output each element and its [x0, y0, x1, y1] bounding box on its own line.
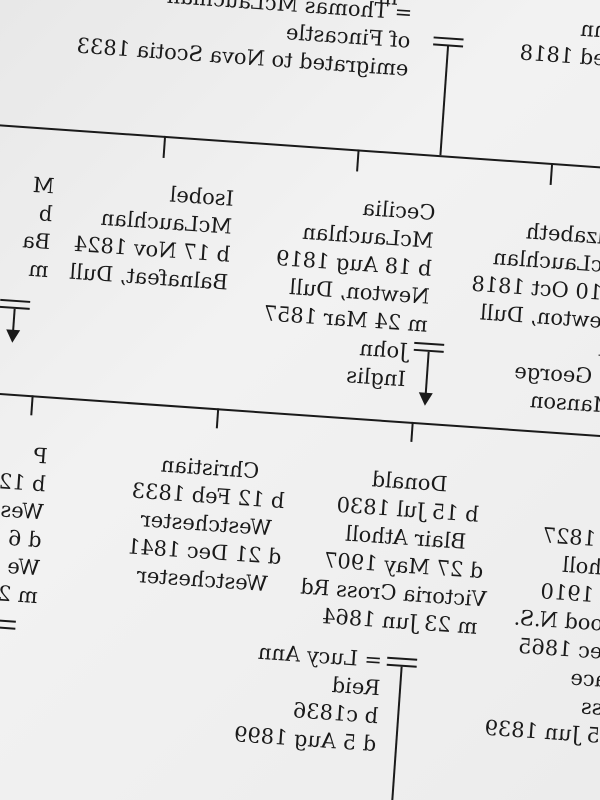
right-partial-entry: P b 12 Wes d 6 We m 2 [0, 439, 48, 610]
right-partial-line: P [32, 443, 49, 469]
descent-line [389, 666, 403, 800]
donald-spouse-entry: = Lucy Ann Reid b c1836 d 5 Aug 1899 [233, 636, 383, 758]
drop-elizabeth [549, 162, 554, 186]
drop-isobel [162, 135, 167, 158]
descent-line [424, 351, 430, 394]
isobel-entry: Isobel McLauchlan b 17 Nov 1824 Balnafea… [68, 174, 235, 297]
right-partial-line: d 6 [7, 526, 43, 553]
descent-arrow-icon [417, 392, 433, 407]
right-edge-line: b [38, 201, 54, 227]
donald-entry: Donald b 15 Jul 1830 Blair Atholl d 27 M… [300, 462, 495, 641]
cecilia-entry: Cecilia McLauchlan b 18 Aug 1819 Newton,… [263, 188, 437, 339]
sibling-bar-gen2 [0, 122, 600, 171]
thomas-mclauchlan-entry: = Thomas McLauchlan of Fincastle emigrat… [76, 0, 414, 83]
left-partial-entry: n ay 1827 Atholl ar 1910 wood N.S. Dec 1… [484, 490, 600, 750]
john-entry: John ated 1818 [519, 11, 600, 74]
cecilia-spouse-entry: John Inglis [345, 333, 409, 393]
drop-christian [215, 408, 220, 429]
right-edge-line: M [32, 172, 56, 199]
descent-arrow-icon [5, 329, 21, 344]
right-partial-line: m 2 [0, 581, 39, 609]
right-edge-entry: M b Ba m [20, 170, 56, 284]
right-partial-line: Wes [0, 497, 45, 525]
descent-line [439, 45, 450, 156]
elizabeth-entry: Elizabeth McLauchlan b 10 Oct 1818 Newto… [463, 214, 600, 420]
right-partial-line: b 12 [0, 469, 47, 497]
right-partial-line: We [6, 554, 41, 581]
cecilia-spouse-line: Inglis [345, 363, 407, 392]
john-line: ated 1818 [518, 40, 600, 72]
descent-line [12, 308, 16, 331]
drop-donald [410, 421, 414, 442]
drop-cecilia [356, 149, 360, 172]
christian-entry: Christian b 12 Feb 1833 Westchester d 21… [116, 448, 295, 600]
drop-right [30, 395, 34, 416]
right-edge-line: Ba [21, 228, 52, 255]
cecilia-spouse-line: John [358, 336, 409, 364]
marriage-symbol [0, 618, 16, 630]
right-edge-line: m [27, 256, 50, 283]
